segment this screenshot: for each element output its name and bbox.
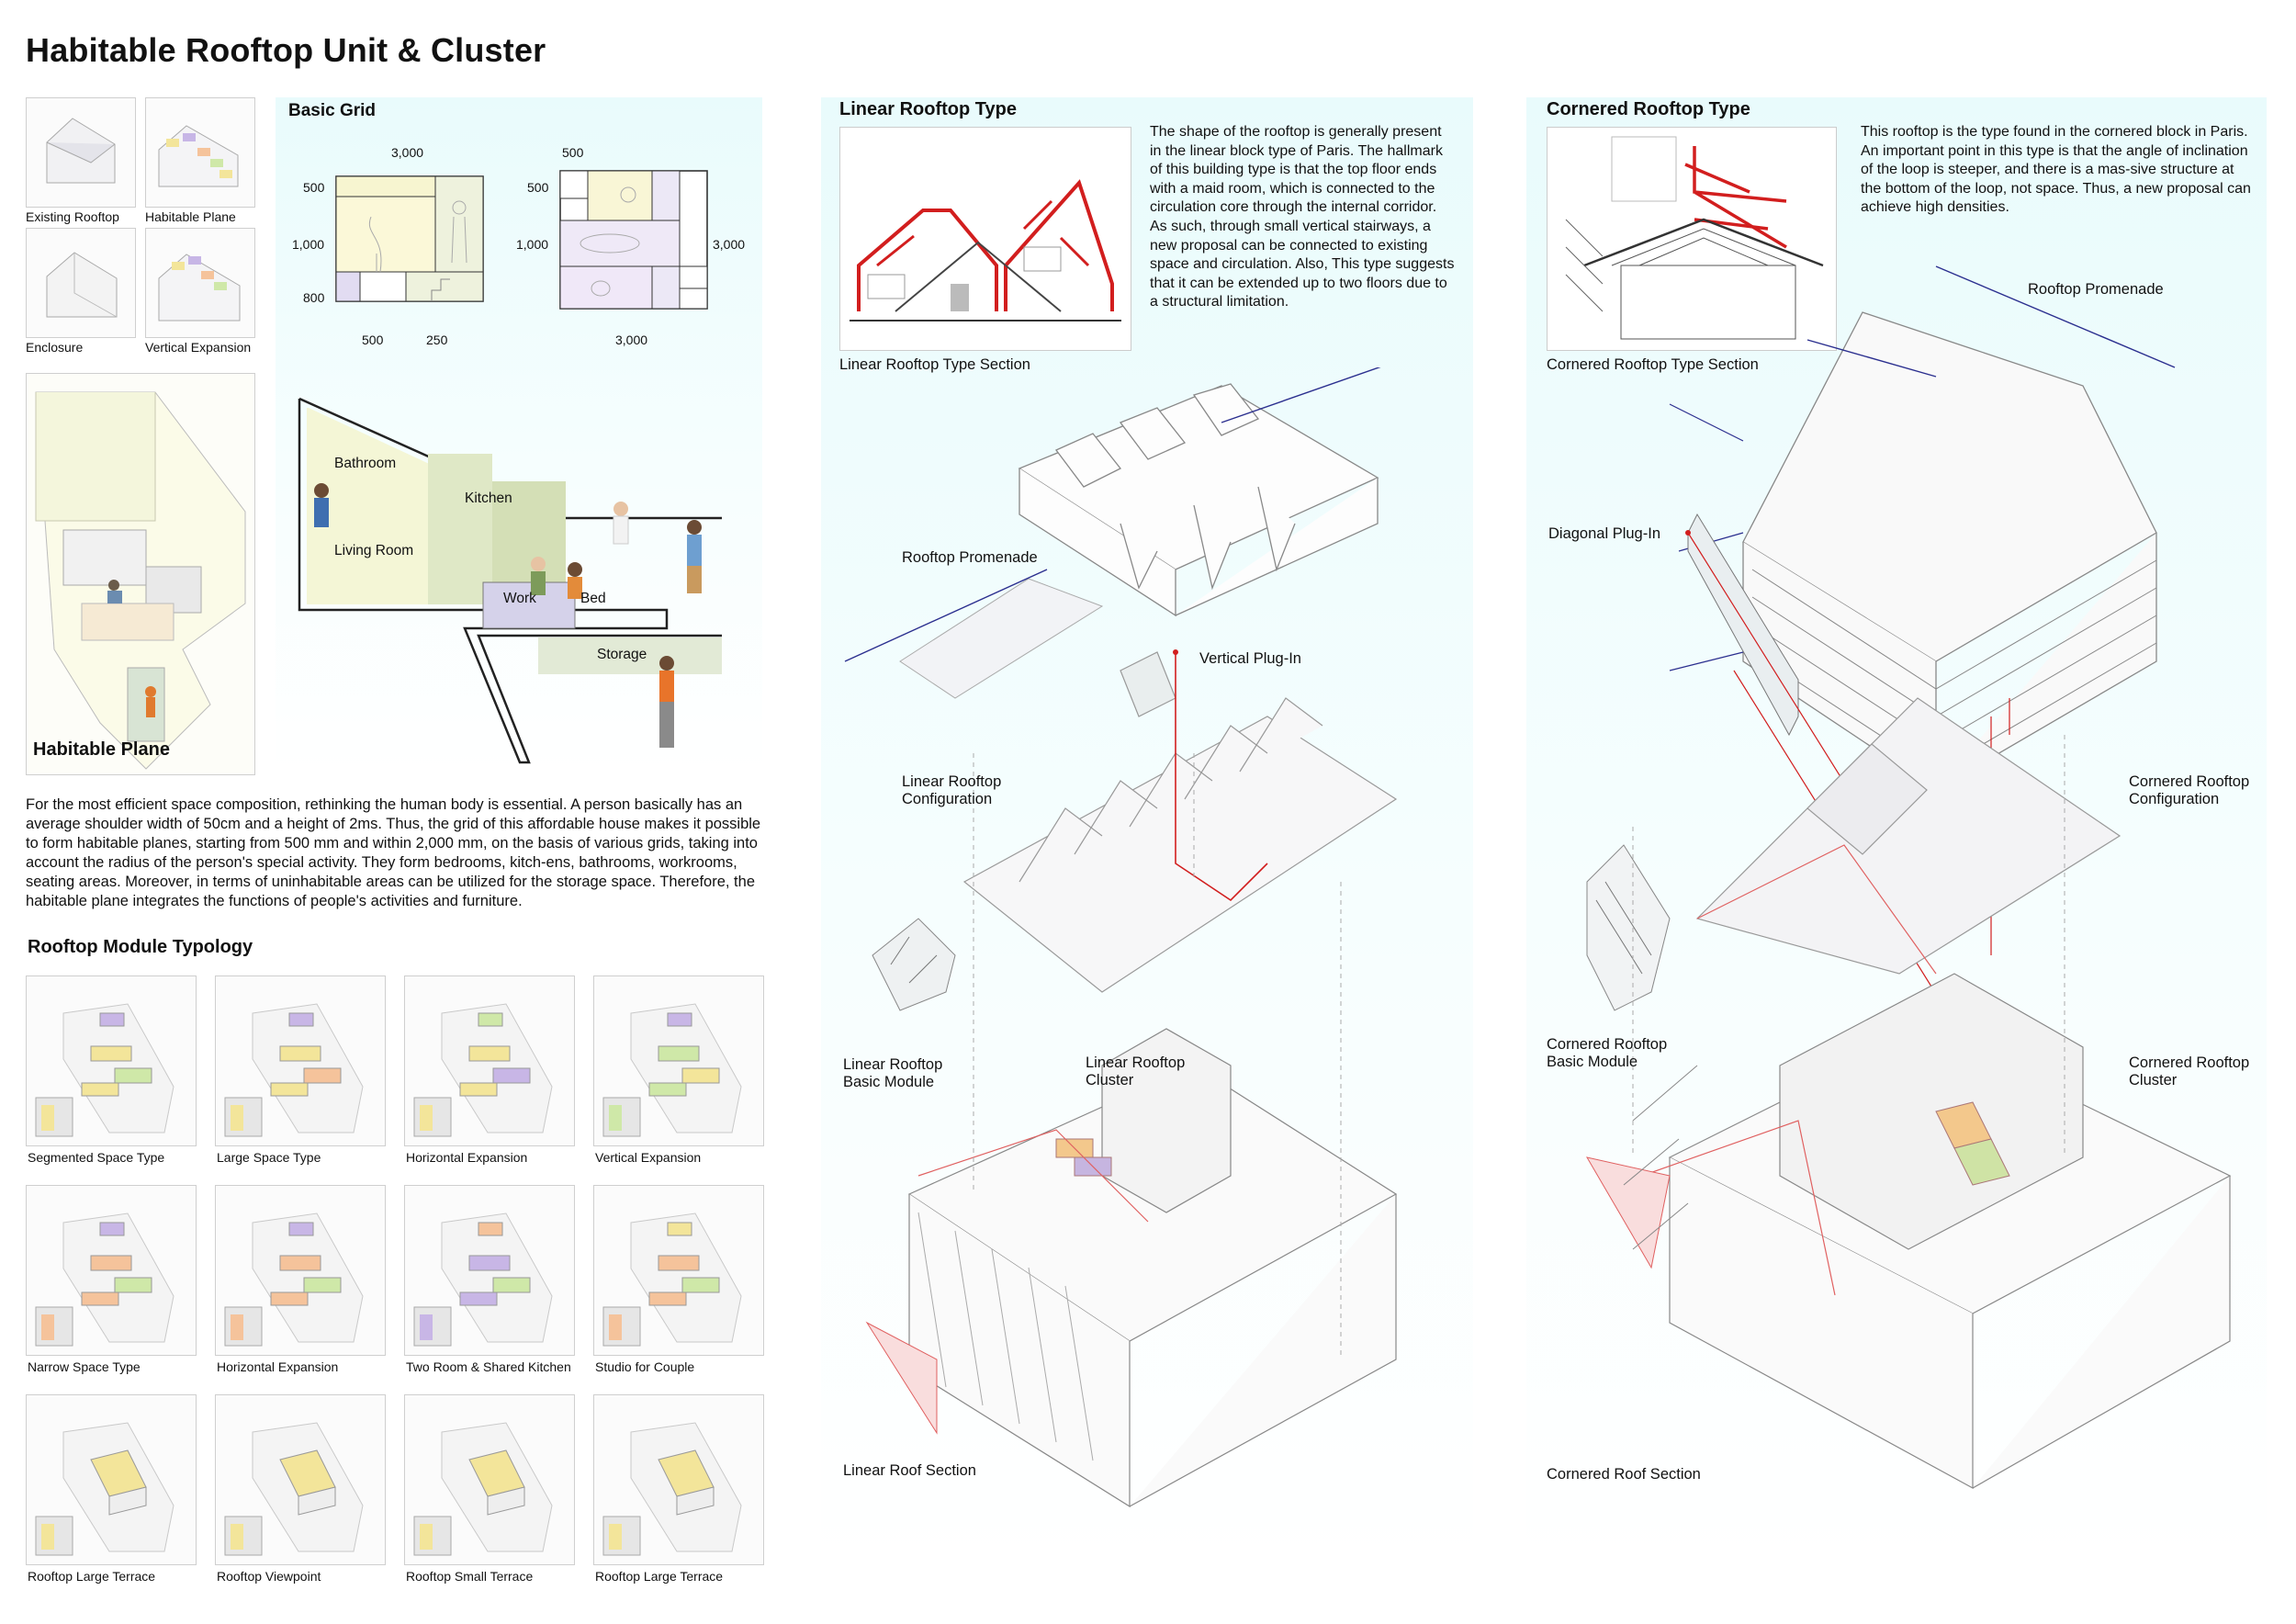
typology-tile [26, 1185, 197, 1356]
typology-label: Rooftop Large Terrace [595, 1569, 724, 1584]
grid1-bottom-dim: 500 [362, 333, 384, 347]
typology-tile [593, 1394, 764, 1565]
grid2-left-dim: 1,000 [516, 237, 549, 252]
thumb-label: Habitable Plane [145, 209, 236, 224]
room-label-bed: Bed [580, 591, 606, 606]
grid1-left-dim: 1,000 [292, 237, 325, 252]
linear-exploded-axonometric [827, 367, 1469, 1562]
cornered-diagonal-plugin-label: Diagonal Plug-In [1548, 525, 1660, 542]
typology-tile [404, 1185, 575, 1356]
linear-vertical-plugin-label: Vertical Plug-In [1199, 650, 1301, 667]
room-label-work: Work [503, 591, 536, 606]
typology-label: Studio for Couple [595, 1359, 695, 1374]
typology-label: Two Room & Shared Kitchen [406, 1359, 571, 1374]
cornered-cluster-label: Cornered Rooftop Cluster [2129, 1054, 2250, 1088]
typology-label: Rooftop Small Terrace [406, 1569, 534, 1584]
habitable-plane-drawing [26, 373, 255, 775]
cornered-heading: Cornered Rooftop Type [1547, 99, 1750, 119]
cornered-promenade-label: Rooftop Promenade [2028, 281, 2164, 298]
thumb-label: Existing Rooftop [26, 209, 119, 224]
enclosure-thumb [26, 228, 136, 338]
cornered-roof-section-label: Cornered Roof Section [1547, 1466, 1701, 1483]
cornered-description: This rooftop is the type found in the co… [1861, 124, 2251, 216]
cornered-configuration-label: Cornered Rooftop Configuration [2129, 773, 2250, 807]
room-label-living: Living Room [334, 543, 414, 558]
room-label-bathroom: Bathroom [334, 456, 397, 471]
typology-tile [215, 976, 386, 1146]
typology-label: Narrow Space Type [28, 1359, 141, 1374]
grid2-right-dim: 3,000 [713, 237, 746, 252]
thumb-label: Vertical Expansion [145, 340, 252, 355]
basic-grid-heading: Basic Grid [288, 101, 377, 120]
typology-tile [26, 976, 197, 1146]
typology-label: Rooftop Large Terrace [28, 1569, 156, 1584]
linear-section-box [839, 127, 1131, 351]
vertical-expansion-thumb [145, 228, 255, 338]
grid2-top-dim: 500 [562, 145, 584, 160]
cornered-basic-module-label: Cornered Rooftop Basic Module [1547, 1036, 1668, 1070]
page-title: Habitable Rooftop Unit & Cluster [26, 31, 546, 69]
linear-heading: Linear Rooftop Type [839, 99, 1017, 119]
typology-label: Large Space Type [217, 1150, 321, 1165]
cornered-section-caption: Cornered Rooftop Type Section [1547, 356, 1759, 373]
typology-tile [215, 1394, 386, 1565]
typology-label: Rooftop Viewpoint [217, 1569, 321, 1584]
typology-label: Horizontal Expansion [406, 1150, 528, 1165]
typology-label: Vertical Expansion [595, 1150, 702, 1165]
typology-label: Horizontal Expansion [217, 1359, 339, 1374]
room-label-storage: Storage [597, 647, 647, 662]
grid-diagram-1 [331, 162, 496, 327]
grid1-left-dim: 800 [303, 290, 325, 305]
room-label-kitchen: Kitchen [465, 491, 512, 506]
typology-tile [593, 1185, 764, 1356]
linear-cluster-label: Linear Rooftop Cluster [1086, 1054, 1186, 1088]
typology-tile [404, 976, 575, 1146]
typology-label: Segmented Space Type [28, 1150, 165, 1165]
grid1-bottom-dim: 250 [426, 333, 448, 347]
linear-configuration-label: Linear Rooftop Configuration [902, 773, 1002, 807]
existing-rooftop-thumb [26, 97, 136, 208]
grid1-top-dim: 3,000 [391, 145, 424, 160]
thumb-label: Enclosure [26, 340, 84, 355]
linear-section-caption: Linear Rooftop Type Section [839, 356, 1030, 373]
grid1-left-dim: 500 [303, 180, 325, 195]
cornered-exploded-axonometric [1532, 239, 2267, 1562]
cornered-section-box [1547, 127, 1837, 351]
habitable-plane-label: Habitable Plane [33, 739, 170, 760]
body-paragraph: For the most efficient space composition… [26, 796, 761, 909]
grid2-bottom-dim: 3,000 [615, 333, 648, 347]
typology-tile [593, 976, 764, 1146]
typology-tile [404, 1394, 575, 1565]
grid2-left-dim: 500 [527, 180, 549, 195]
linear-roof-section-label: Linear Roof Section [843, 1462, 976, 1479]
grid-diagram-2 [555, 162, 720, 327]
typology-tile [26, 1394, 197, 1565]
unit-section-drawing [290, 389, 731, 775]
typology-tile [215, 1185, 386, 1356]
linear-description: The shape of the rooftop is generally pr… [1150, 124, 1455, 310]
habitable-plane-thumb [145, 97, 255, 208]
typology-heading: Rooftop Module Typology [28, 937, 253, 957]
linear-basic-module-label: Linear Rooftop Basic Module [843, 1056, 943, 1090]
linear-promenade-label: Rooftop Promenade [902, 549, 1038, 566]
